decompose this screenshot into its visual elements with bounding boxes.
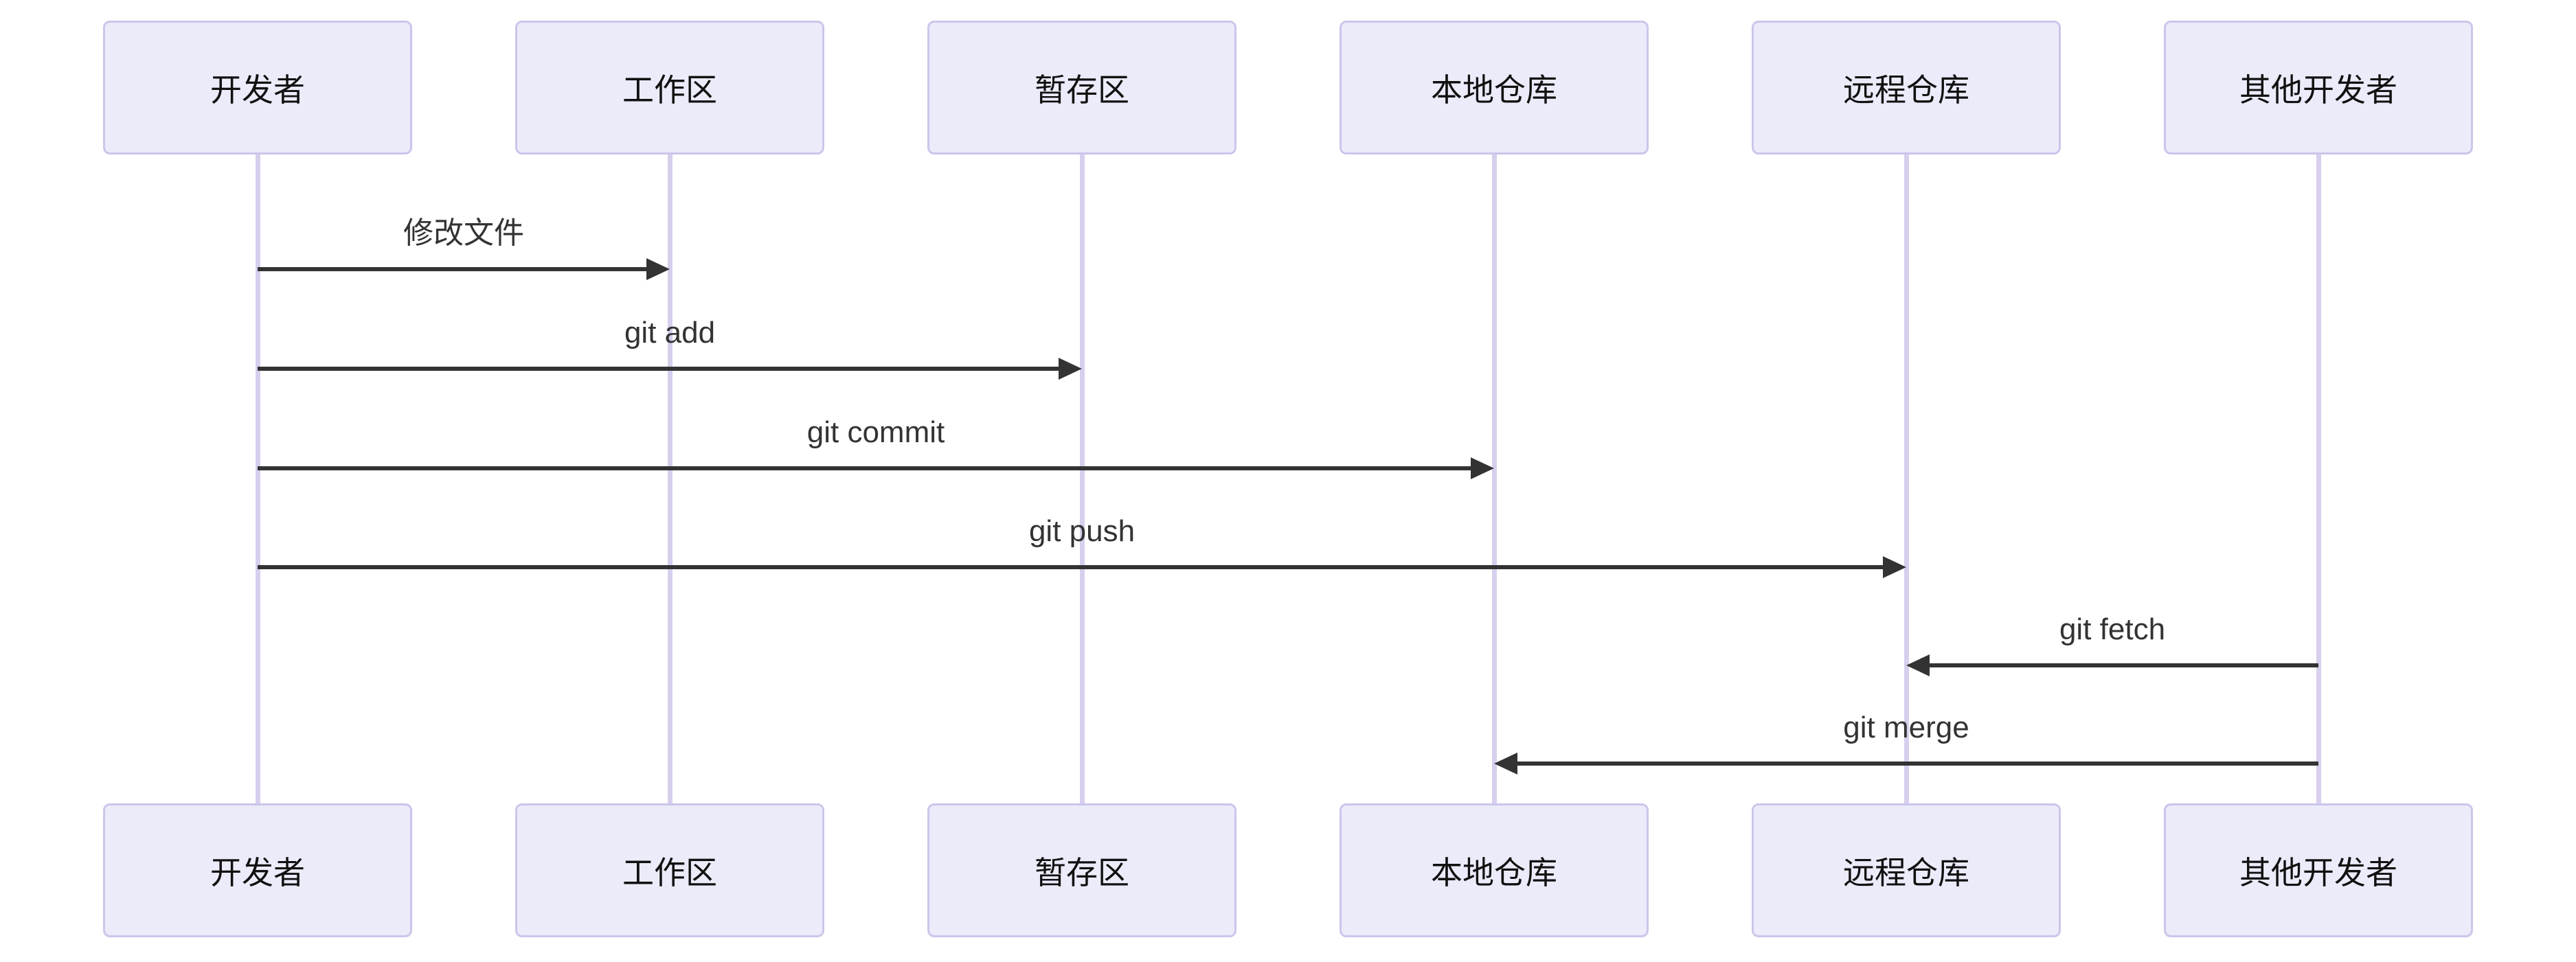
actor-label: 其他开发者 bbox=[2239, 854, 2397, 891]
message-label-git-add: git add bbox=[624, 316, 716, 350]
message-arrowhead-git-merge-icon bbox=[1494, 753, 1517, 775]
actor-top-box-remote-repo: 远程仓库 bbox=[1752, 21, 2061, 154]
actor-label: 工作区 bbox=[622, 71, 717, 108]
lifeline-local-repo bbox=[1492, 153, 1497, 803]
actor-top-box-workspace: 工作区 bbox=[515, 21, 824, 154]
actor-top-box-other-developer: 其他开发者 bbox=[2164, 21, 2473, 154]
actor-bottom-box-local-repo: 本地仓库 bbox=[1340, 803, 1649, 937]
message-line-modify-file bbox=[258, 267, 651, 271]
message-arrowhead-git-fetch-icon bbox=[1906, 654, 1930, 676]
actor-label: 工作区 bbox=[622, 854, 717, 891]
message-line-git-merge bbox=[1513, 761, 2318, 766]
message-label-git-merge: git merge bbox=[1843, 711, 1969, 745]
message-line-git-commit bbox=[258, 466, 1475, 470]
lifeline-workspace bbox=[668, 153, 673, 803]
actor-label: 开发者 bbox=[210, 854, 305, 891]
actor-bottom-box-remote-repo: 远程仓库 bbox=[1752, 803, 2061, 937]
actor-bottom-box-developer: 开发者 bbox=[103, 803, 412, 937]
actor-label: 开发者 bbox=[210, 71, 305, 108]
message-arrowhead-git-push-icon bbox=[1883, 556, 1906, 578]
actor-label: 本地仓库 bbox=[1431, 71, 1557, 108]
lifeline-other-developer bbox=[2316, 153, 2321, 803]
message-line-git-add bbox=[258, 367, 1063, 371]
message-label-git-commit: git commit bbox=[806, 415, 945, 450]
actor-bottom-box-workspace: 工作区 bbox=[515, 803, 824, 937]
actor-label: 其他开发者 bbox=[2239, 71, 2397, 108]
actor-label: 暂存区 bbox=[1035, 854, 1129, 891]
message-label-git-push: git push bbox=[1028, 514, 1136, 549]
message-line-git-fetch bbox=[1925, 663, 2318, 667]
message-label-modify-file: 修改文件 bbox=[403, 216, 524, 251]
actor-label: 暂存区 bbox=[1035, 71, 1129, 108]
message-line-git-push bbox=[258, 565, 1887, 569]
message-arrowhead-git-add-icon bbox=[1059, 358, 1082, 380]
lifeline-remote-repo bbox=[1904, 153, 1909, 803]
actor-label: 本地仓库 bbox=[1431, 854, 1557, 891]
actor-label: 远程仓库 bbox=[1843, 854, 1969, 891]
actor-bottom-box-other-developer: 其他开发者 bbox=[2164, 803, 2473, 937]
lifeline-developer bbox=[256, 153, 260, 803]
actor-label: 远程仓库 bbox=[1843, 71, 1969, 108]
lifeline-staging-area bbox=[1080, 153, 1085, 803]
actor-top-box-local-repo: 本地仓库 bbox=[1340, 21, 1649, 154]
actor-top-box-developer: 开发者 bbox=[103, 21, 412, 154]
message-arrowhead-git-commit-icon bbox=[1471, 457, 1494, 479]
message-arrowhead-modify-file-icon bbox=[646, 258, 670, 280]
actor-bottom-box-staging-area: 暂存区 bbox=[927, 803, 1236, 937]
message-label-git-fetch: git fetch bbox=[2059, 612, 2166, 647]
actor-top-box-staging-area: 暂存区 bbox=[927, 21, 1236, 154]
